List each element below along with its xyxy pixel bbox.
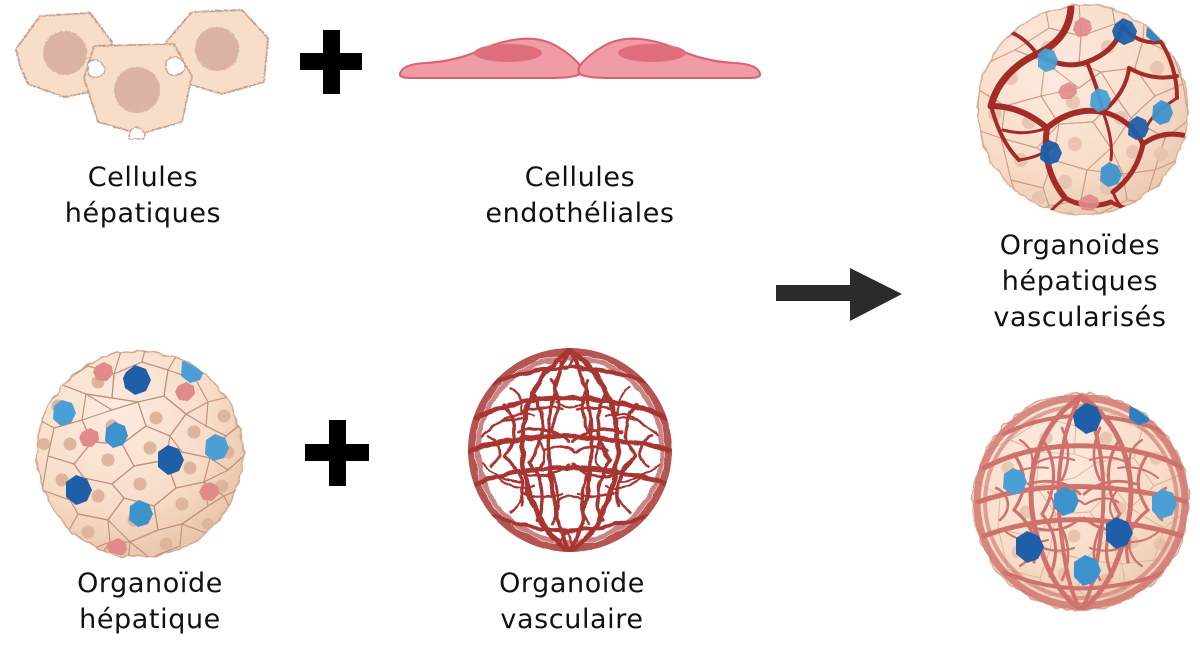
vascularised-organoid-bottom — [970, 386, 1192, 626]
hepatic-cells-caption: Cellules hépatiques — [64, 162, 222, 229]
result-arrow — [774, 264, 906, 326]
vascularised-organoid-top — [975, 2, 1191, 220]
vascular-organoid-caption: Organoïde vasculaire — [499, 568, 645, 635]
plus-sign-bottom — [303, 418, 371, 488]
hepatic-organoid-icon — [36, 350, 244, 558]
vascularised-organoid-bottom-icon — [972, 393, 1190, 611]
endothelial-cell-pair-icon — [398, 37, 762, 80]
endothelial-cells-caption: Cellules endothéliales — [485, 162, 675, 229]
hepatic-organoid-caption: Organoïde hépatique — [77, 568, 223, 635]
hepatocyte-cluster-icon — [15, 9, 269, 140]
vascular-organoid-group — [464, 344, 676, 556]
plus-sign-top — [298, 28, 364, 96]
hepatic-cells-group — [6, 4, 286, 149]
vascularised-organoid-top-icon — [977, 4, 1189, 216]
vascular-organoid-icon — [468, 348, 672, 552]
vascularised-organoids-caption: Organoïdes hépatiques vascularisés — [993, 230, 1167, 333]
hepatic-organoid-group — [30, 348, 250, 560]
endothelial-cells-group — [394, 30, 766, 92]
